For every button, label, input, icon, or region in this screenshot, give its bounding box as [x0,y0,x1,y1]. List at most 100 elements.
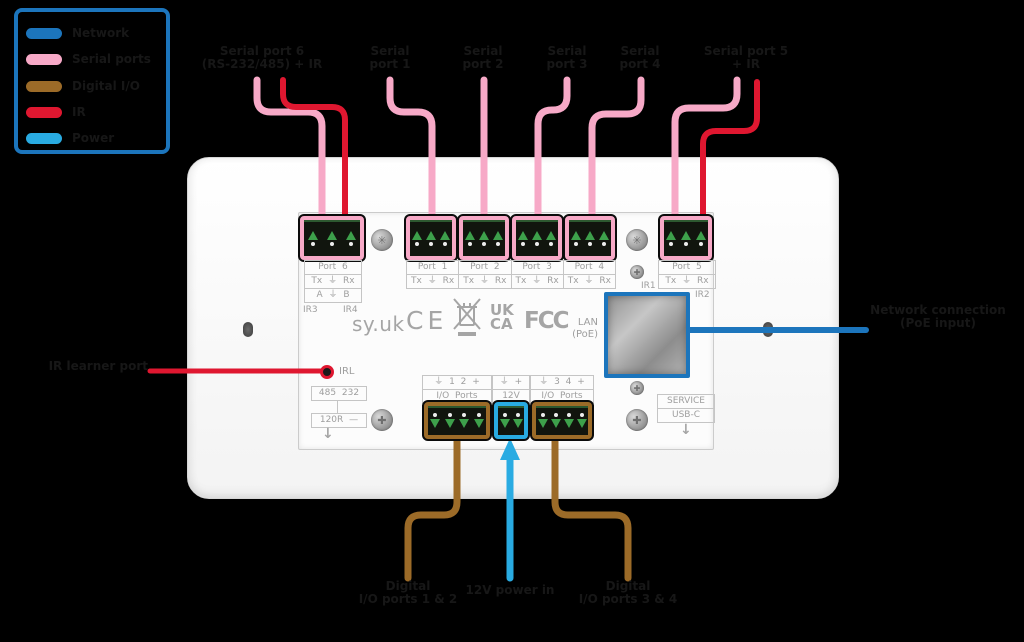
io-right-label-table: ⏚ 3 4 + I/O Ports [530,375,594,404]
pin-arrow-icon [473,419,484,428]
legend-row: Serial ports [18,52,166,68]
small-screw-icon: ✚ [630,381,644,395]
terminal-pin [438,220,452,256]
legend-label: Network [72,26,130,40]
pin-arrow-icon [550,419,561,428]
terminal-pin [511,406,524,435]
pin-hole-icon [521,241,525,246]
io-left-label-table: ⏚ 1 2 + I/O Ports [422,375,492,404]
pin-arrow-icon [465,230,475,240]
pin-hole-icon [684,241,688,246]
terminal-pin [472,406,487,435]
pin-arrow-icon [444,419,455,428]
terminal-pin [410,220,424,256]
terminal-pin [664,220,679,256]
callout-serial-port5: Serial port 5+ IR [703,44,789,71]
service-arrow-icon: ↓ [680,422,692,438]
pin-hole-icon [482,241,486,246]
io-swatch-icon [26,81,62,92]
pin-hole-icon [549,241,553,246]
pin-arrow-icon [459,419,470,428]
legend-label: Serial ports [72,52,151,66]
service-label-table: SERVICE USB-C [657,394,715,423]
pin-hole-icon [698,241,703,246]
plate-screw-hole-right [763,322,773,337]
pin-hole-icon [515,413,520,417]
terminal-pin [549,406,562,435]
pin-arrow-icon [695,230,706,240]
port5-label-table: Port 5 Tx ⏚ Rx [658,260,716,289]
legend: Network Serial ports Digital I/O IR Powe… [14,8,170,154]
pin-arrow-icon [430,419,441,428]
legend-row: Network [18,26,166,42]
ir4-label: IR4 [343,305,358,315]
callout-serial-port6: Serial port 6(RS-232/485) + IR [201,44,323,71]
ir1-label: IR1 [641,281,656,291]
pin-arrow-icon [681,230,691,240]
terminal-pin [443,406,458,435]
pin-arrow-icon [585,230,595,240]
termination-arrow-icon: ↓ [322,426,334,442]
pin-arrow-icon [308,230,319,240]
ir-swatch-icon [26,107,62,118]
pin-hole-icon [429,241,433,246]
legend-row: IR [18,105,166,121]
pin-arrow-icon [576,419,587,428]
terminal-pin [544,220,558,256]
pin-hole-icon [574,241,578,246]
terminal-block-port4 [565,216,615,260]
weee-bin-icon [453,298,481,336]
pin-arrow-icon [571,230,581,240]
pin-hole-icon [433,413,438,417]
terminal-pin [575,406,588,435]
power-swatch-icon [26,133,62,144]
pin-arrow-icon [426,230,436,240]
pin-hole-icon [447,413,452,417]
pin-hole-icon [415,241,419,246]
terminal-block-port1 [406,216,456,260]
callout-ir-learner: IR learner port [48,359,148,373]
irl-label: IRL [339,366,355,377]
terminal-block-io-right [532,402,592,439]
rj45-lan-port [604,292,690,378]
fcc-mark: FCC [524,308,570,334]
120r-switch-label: 120R — [311,413,367,428]
terminal-pin [569,220,583,256]
terminal-pin [530,220,544,256]
terminal-pin [536,406,549,435]
pin-hole-icon [540,413,545,417]
pin-hole-icon [535,241,539,246]
terminal-pin [491,220,505,256]
lan-poe-label: LAN (PoE) [572,317,598,340]
pin-arrow-icon [499,419,510,428]
terminal-block-port5 [660,216,712,260]
phillips-screw-icon: ✚ [626,409,648,431]
terminal-pin [463,220,477,256]
terminal-pin [516,220,530,256]
pin-hole-icon [476,413,481,417]
terminal-pin [562,406,575,435]
terminal-pin [323,220,342,256]
pin-hole-icon [462,413,467,417]
terminal-pin [428,406,443,435]
pin-arrow-icon [412,230,422,240]
terminal-block-port3 [512,216,562,260]
small-screw-icon: ✚ [630,265,644,279]
pin-arrow-icon [666,230,677,240]
ce-mark: CE [406,306,448,335]
pin-arrow-icon [563,419,574,428]
ir2-label: IR2 [695,290,710,300]
ukca-mark: UK CA [490,301,514,333]
pin-arrow-icon [518,230,528,240]
terminal-block-port6 [300,216,364,260]
pin-hole-icon [602,241,606,246]
ir-learner-window [320,365,334,379]
ports1-4-label-table: Port 1 Port 2 Port 3 Port 4 Tx ⏚ Rx Tx ⏚… [405,260,617,289]
terminal-pin [597,220,611,256]
power-label-table: ⏚ + 12V [492,375,530,404]
terminal-block-port2 [459,216,509,260]
network-swatch-icon [26,28,62,39]
